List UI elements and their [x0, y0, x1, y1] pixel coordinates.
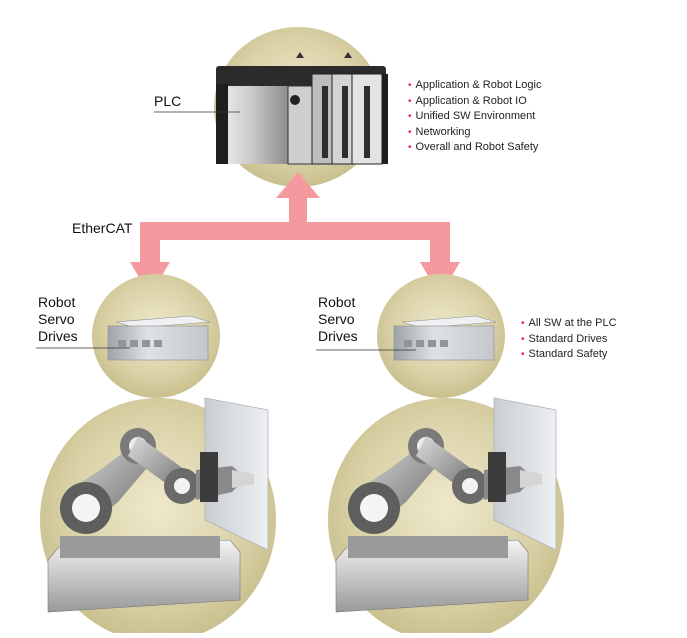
drive-node-left	[36, 274, 220, 398]
arrow-bus	[140, 222, 450, 240]
plc-feature-list: •Application & Robot Logic •Application …	[408, 78, 541, 156]
plc-feature-item: •Application & Robot Logic	[408, 79, 542, 91]
plc-device	[216, 52, 388, 165]
robot-arm-right	[335, 397, 557, 613]
robot-node-left	[40, 397, 276, 638]
robot-arm-left	[47, 397, 269, 613]
servo-drive-right	[393, 315, 497, 361]
servo-drive-left	[107, 315, 211, 361]
plc-label: PLC	[154, 93, 182, 109]
robot-node-right	[328, 397, 564, 638]
drives-left-label: Robot Servo Drives	[38, 294, 78, 344]
drives-right-label: Robot Servo Drives	[318, 294, 358, 344]
drives-feature-item: •Standard Drives	[521, 332, 608, 345]
arrow-up	[276, 172, 320, 228]
drives-feature-list: •All SW at the PLC •Standard Drives •Sta…	[521, 316, 617, 363]
plc-feature-item: •Networking	[408, 125, 471, 138]
plc-feature-item: •Overall and Robot Safety	[408, 141, 539, 153]
drives-feature-item: •Standard Safety	[521, 348, 608, 360]
plc-feature-item: •Application & Robot IO	[408, 94, 527, 107]
drive-node-right	[316, 274, 505, 398]
ethercat-network	[130, 172, 460, 296]
plc-feature-item: •Unified SW Environment	[408, 110, 536, 122]
drives-feature-item: •All SW at the PLC	[521, 317, 617, 329]
ethercat-label: EtherCAT	[72, 220, 133, 236]
plc-node	[154, 27, 388, 187]
